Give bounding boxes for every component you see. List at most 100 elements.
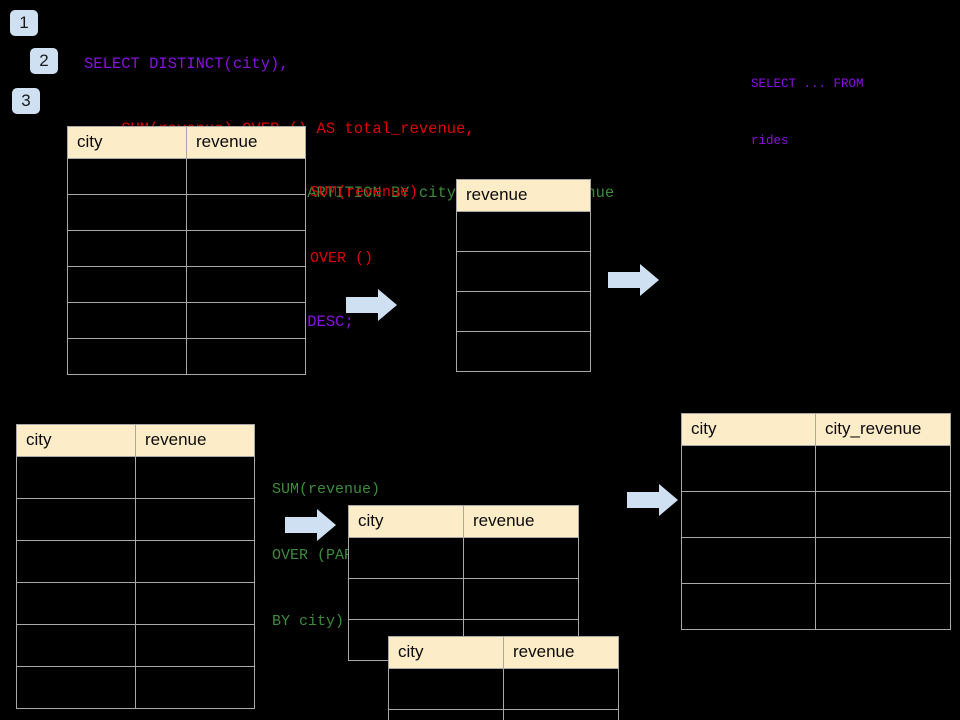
table-row <box>681 583 951 630</box>
side-note-line-1: SELECT ... FROM <box>751 77 864 91</box>
table-row <box>456 211 591 252</box>
table-cell-revenue <box>135 498 255 541</box>
step-badge-3: 3 <box>12 88 40 114</box>
table-row <box>67 266 306 303</box>
annotation-total-revenue-line-2: OVER () <box>310 250 374 267</box>
table-row <box>67 158 306 195</box>
table-cell-revenue <box>135 624 255 667</box>
sql-line-1: SELECT DISTINCT(city), <box>84 55 289 73</box>
table-cell-city <box>16 666 136 709</box>
table-cell-revenue <box>456 291 591 332</box>
table-row <box>16 582 255 625</box>
annotation-city-revenue-line-1: SUM(revenue) <box>272 481 381 498</box>
arrow-partition-to-final <box>627 484 678 516</box>
column-header-city: city <box>681 413 816 446</box>
table-cell-city <box>67 230 187 267</box>
table-header-row: revenue <box>456 179 591 212</box>
table-row <box>16 666 255 709</box>
table-cell-city <box>681 491 816 538</box>
table-cell-city <box>16 582 136 625</box>
column-header-city: city <box>67 126 187 159</box>
table-rides-source-top: city revenue <box>67 126 306 375</box>
table-cell-revenue <box>186 158 306 195</box>
table-row <box>456 251 591 292</box>
table-partition-group-front: city revenue <box>388 636 619 720</box>
table-cell-revenue <box>456 331 591 372</box>
table-row <box>67 230 306 267</box>
table-row <box>16 624 255 667</box>
table-cell-revenue <box>463 578 579 620</box>
column-header-revenue: revenue <box>135 424 255 457</box>
table-cell-revenue <box>135 582 255 625</box>
arrow-total-to-final <box>608 264 659 296</box>
table-row <box>388 709 619 720</box>
table-cell-revenue <box>463 537 579 579</box>
table-header-row: city revenue <box>16 424 255 457</box>
table-row <box>348 578 579 620</box>
table-cell-city <box>16 456 136 499</box>
table-cell-city <box>681 445 816 492</box>
step-badge-2: 2 <box>30 48 58 74</box>
table-cell-city <box>388 709 504 720</box>
table-cell-revenue <box>186 338 306 375</box>
table-cell-revenue <box>135 540 255 583</box>
table-header-row: city revenue <box>388 636 619 669</box>
table-cell-revenue <box>186 266 306 303</box>
table-row <box>67 338 306 375</box>
annotation-total-revenue-line-1: SUM(revenue) <box>310 184 419 201</box>
table-cell-revenue <box>503 709 619 720</box>
table-row <box>456 291 591 332</box>
column-header-city: city <box>388 636 504 669</box>
table-cell-city <box>16 540 136 583</box>
column-header-revenue: revenue <box>456 179 591 212</box>
table-cell-city <box>67 338 187 375</box>
table-cell-city <box>67 158 187 195</box>
table-cell-revenue <box>135 666 255 709</box>
table-header-row: city city_revenue <box>681 413 951 446</box>
table-cell-city-revenue <box>815 491 951 538</box>
column-header-revenue: revenue <box>463 505 579 538</box>
table-cell-revenue <box>456 251 591 292</box>
table-cell-city-revenue <box>815 445 951 492</box>
table-cell-revenue <box>186 230 306 267</box>
side-note-select-from: SELECT ... FROM rides <box>751 37 864 189</box>
table-row <box>67 194 306 231</box>
table-row <box>681 445 951 492</box>
table-cell-city <box>681 583 816 630</box>
table-cell-city <box>348 537 464 579</box>
column-header-city: city <box>16 424 136 457</box>
table-cell-revenue <box>503 668 619 710</box>
table-row <box>16 498 255 541</box>
table-row <box>456 331 591 372</box>
table-cell-city <box>348 578 464 620</box>
table-cell-city <box>16 498 136 541</box>
table-cell-city-revenue <box>815 583 951 630</box>
table-cell-revenue <box>186 302 306 339</box>
table-cell-city <box>388 668 504 710</box>
table-cell-city-revenue <box>815 537 951 584</box>
table-cell-revenue <box>186 194 306 231</box>
table-cell-city <box>67 302 187 339</box>
table-row <box>681 491 951 538</box>
table-row <box>67 302 306 339</box>
table-row <box>388 668 619 710</box>
table-cell-revenue <box>135 456 255 499</box>
table-cell-city <box>67 266 187 303</box>
annotation-city-revenue: SUM(revenue) OVER (PARTITION BY city) <box>272 435 407 677</box>
arrow-source-to-partition <box>285 509 336 541</box>
table-header-row: city revenue <box>348 505 579 538</box>
step-badge-1: 1 <box>10 10 38 36</box>
table-row <box>681 537 951 584</box>
table-row <box>348 537 579 579</box>
table-total-revenue: revenue <box>456 179 591 372</box>
table-cell-city <box>681 537 816 584</box>
annotation-city-revenue-line-3: BY city) <box>272 613 345 630</box>
table-header-row: city revenue <box>67 126 306 159</box>
column-header-city: city <box>348 505 464 538</box>
column-header-city-revenue: city_revenue <box>815 413 951 446</box>
arrow-source-to-total <box>346 289 397 321</box>
column-header-revenue: revenue <box>503 636 619 669</box>
table-final-result: city city_revenue <box>681 413 951 630</box>
table-cell-revenue <box>456 211 591 252</box>
